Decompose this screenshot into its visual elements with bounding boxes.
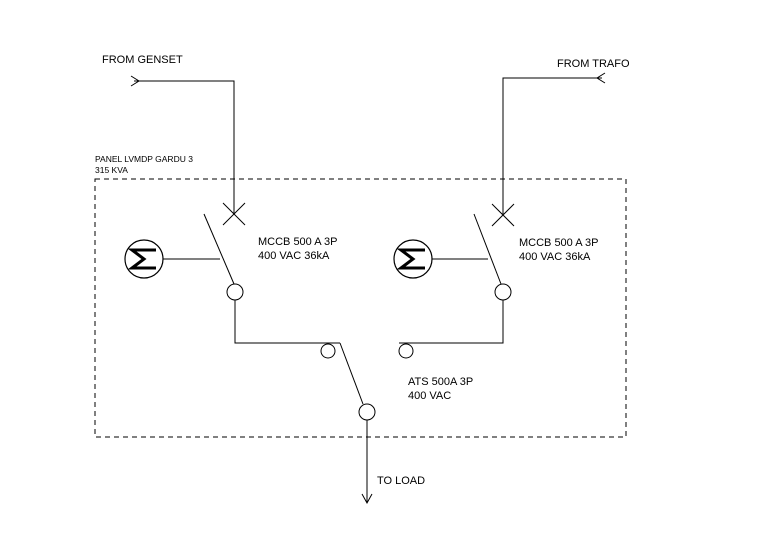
left-mccb-rating-line2: 400 VAC 36kA [258,250,330,262]
ats-common-contact [358,403,376,421]
right-mccb-rating-line1: MCCB 500 A 3P [519,237,599,249]
ats-rating-line1: ATS 500A 3P [408,376,473,388]
right-motor-icon [393,239,488,279]
genset-input-arrow [130,75,140,87]
right-breaker-x-icon [491,203,515,227]
load-output-arrow [361,493,373,505]
panel-boundary [94,178,627,438]
left-breaker-x-icon [222,202,246,226]
from-trafo-label: FROM TRAFO [557,58,630,70]
to-load-label: TO LOAD [377,475,425,487]
left-mccb-rating-line1: MCCB 500 A 3P [258,236,338,248]
genset-feeder-line [130,75,235,214]
right-bus-line [399,300,504,344]
trafo-feeder-line [502,72,606,214]
panel-rating-label: 315 KVA [95,165,128,175]
ats-right-contact [398,343,414,359]
ats-blade [339,342,364,405]
right-mccb-contact [494,283,512,301]
left-bus-line [234,300,340,344]
right-mccb-rating-line2: 400 VAC 36kA [519,251,591,263]
left-motor-icon [124,239,220,279]
left-mccb-blade [203,213,235,285]
right-mccb-blade [473,213,502,285]
load-output-line [361,420,373,505]
trafo-input-arrow [596,72,606,84]
from-genset-label: FROM GENSET [102,54,183,66]
left-mccb-contact [226,283,244,301]
ats-rating-line2: 400 VAC [408,390,451,402]
ats-left-contact [320,343,336,359]
panel-name-label: PANEL LVMDP GARDU 3 [95,154,193,164]
